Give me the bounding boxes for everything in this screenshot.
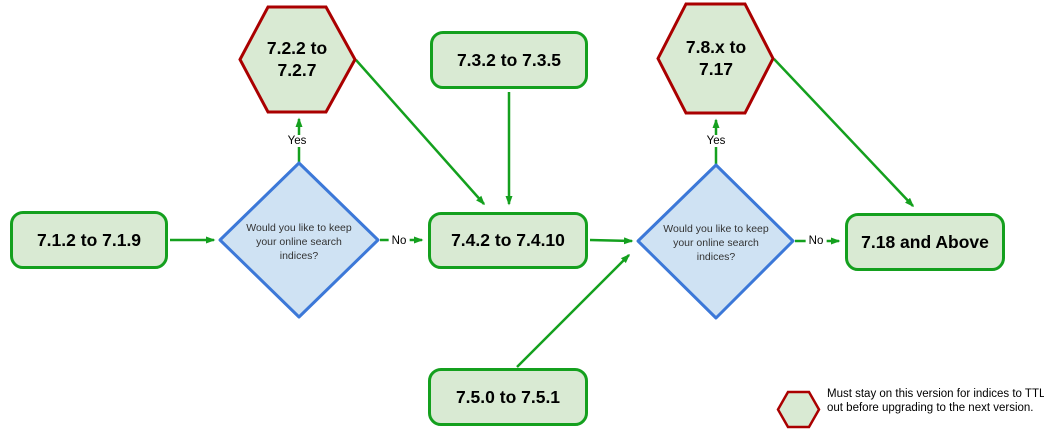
connector-750-to-decision2 [516,253,631,368]
legend-hexagon-icon [776,390,821,429]
decision2-label: Would you like to keep your online searc… [663,223,769,263]
hexagon-node-722 [238,5,357,114]
edge-label-no-1: No [388,235,410,247]
node-750-label: 7.5.0 to 7.5.1 [455,386,561,407]
node-722-label: 7.2.2 to 7.2.7 [266,38,328,80]
node-712: 7.1.2 to 7.1.9 [10,211,168,269]
connector-722-to-742 [355,59,485,206]
hexagon-node-78x [656,2,775,115]
connector-742-to-decision2 [589,237,634,245]
node-732-label: 7.3.2 to 7.3.5 [456,49,562,70]
connector-78x-to-718 [773,58,915,208]
legend-text: Must stay on this version for indices to… [827,388,1044,414]
edge-label-no-2: No [805,235,827,247]
edge-label-yes-1: Yes [284,135,310,147]
diamond-decision1 [218,161,380,319]
node-718-label: 7.18 and Above [861,231,989,252]
node-78x-label: 7.8.x to 7.17 [685,37,747,79]
node-742-label: 7.4.2 to 7.4.10 [451,230,565,250]
node-750: 7.5.0 to 7.5.1 [428,368,588,426]
decision1-label: Would you like to keep your online searc… [246,222,352,262]
node-732: 7.3.2 to 7.3.5 [430,31,588,89]
diamond-decision2 [636,163,795,320]
edge-label-yes-2: Yes [703,135,729,147]
node-718: 7.18 and Above [845,213,1005,271]
node-712-label: 7.1.2 to 7.1.9 [36,229,142,250]
node-742: 7.4.2 to 7.4.10 [428,212,588,269]
